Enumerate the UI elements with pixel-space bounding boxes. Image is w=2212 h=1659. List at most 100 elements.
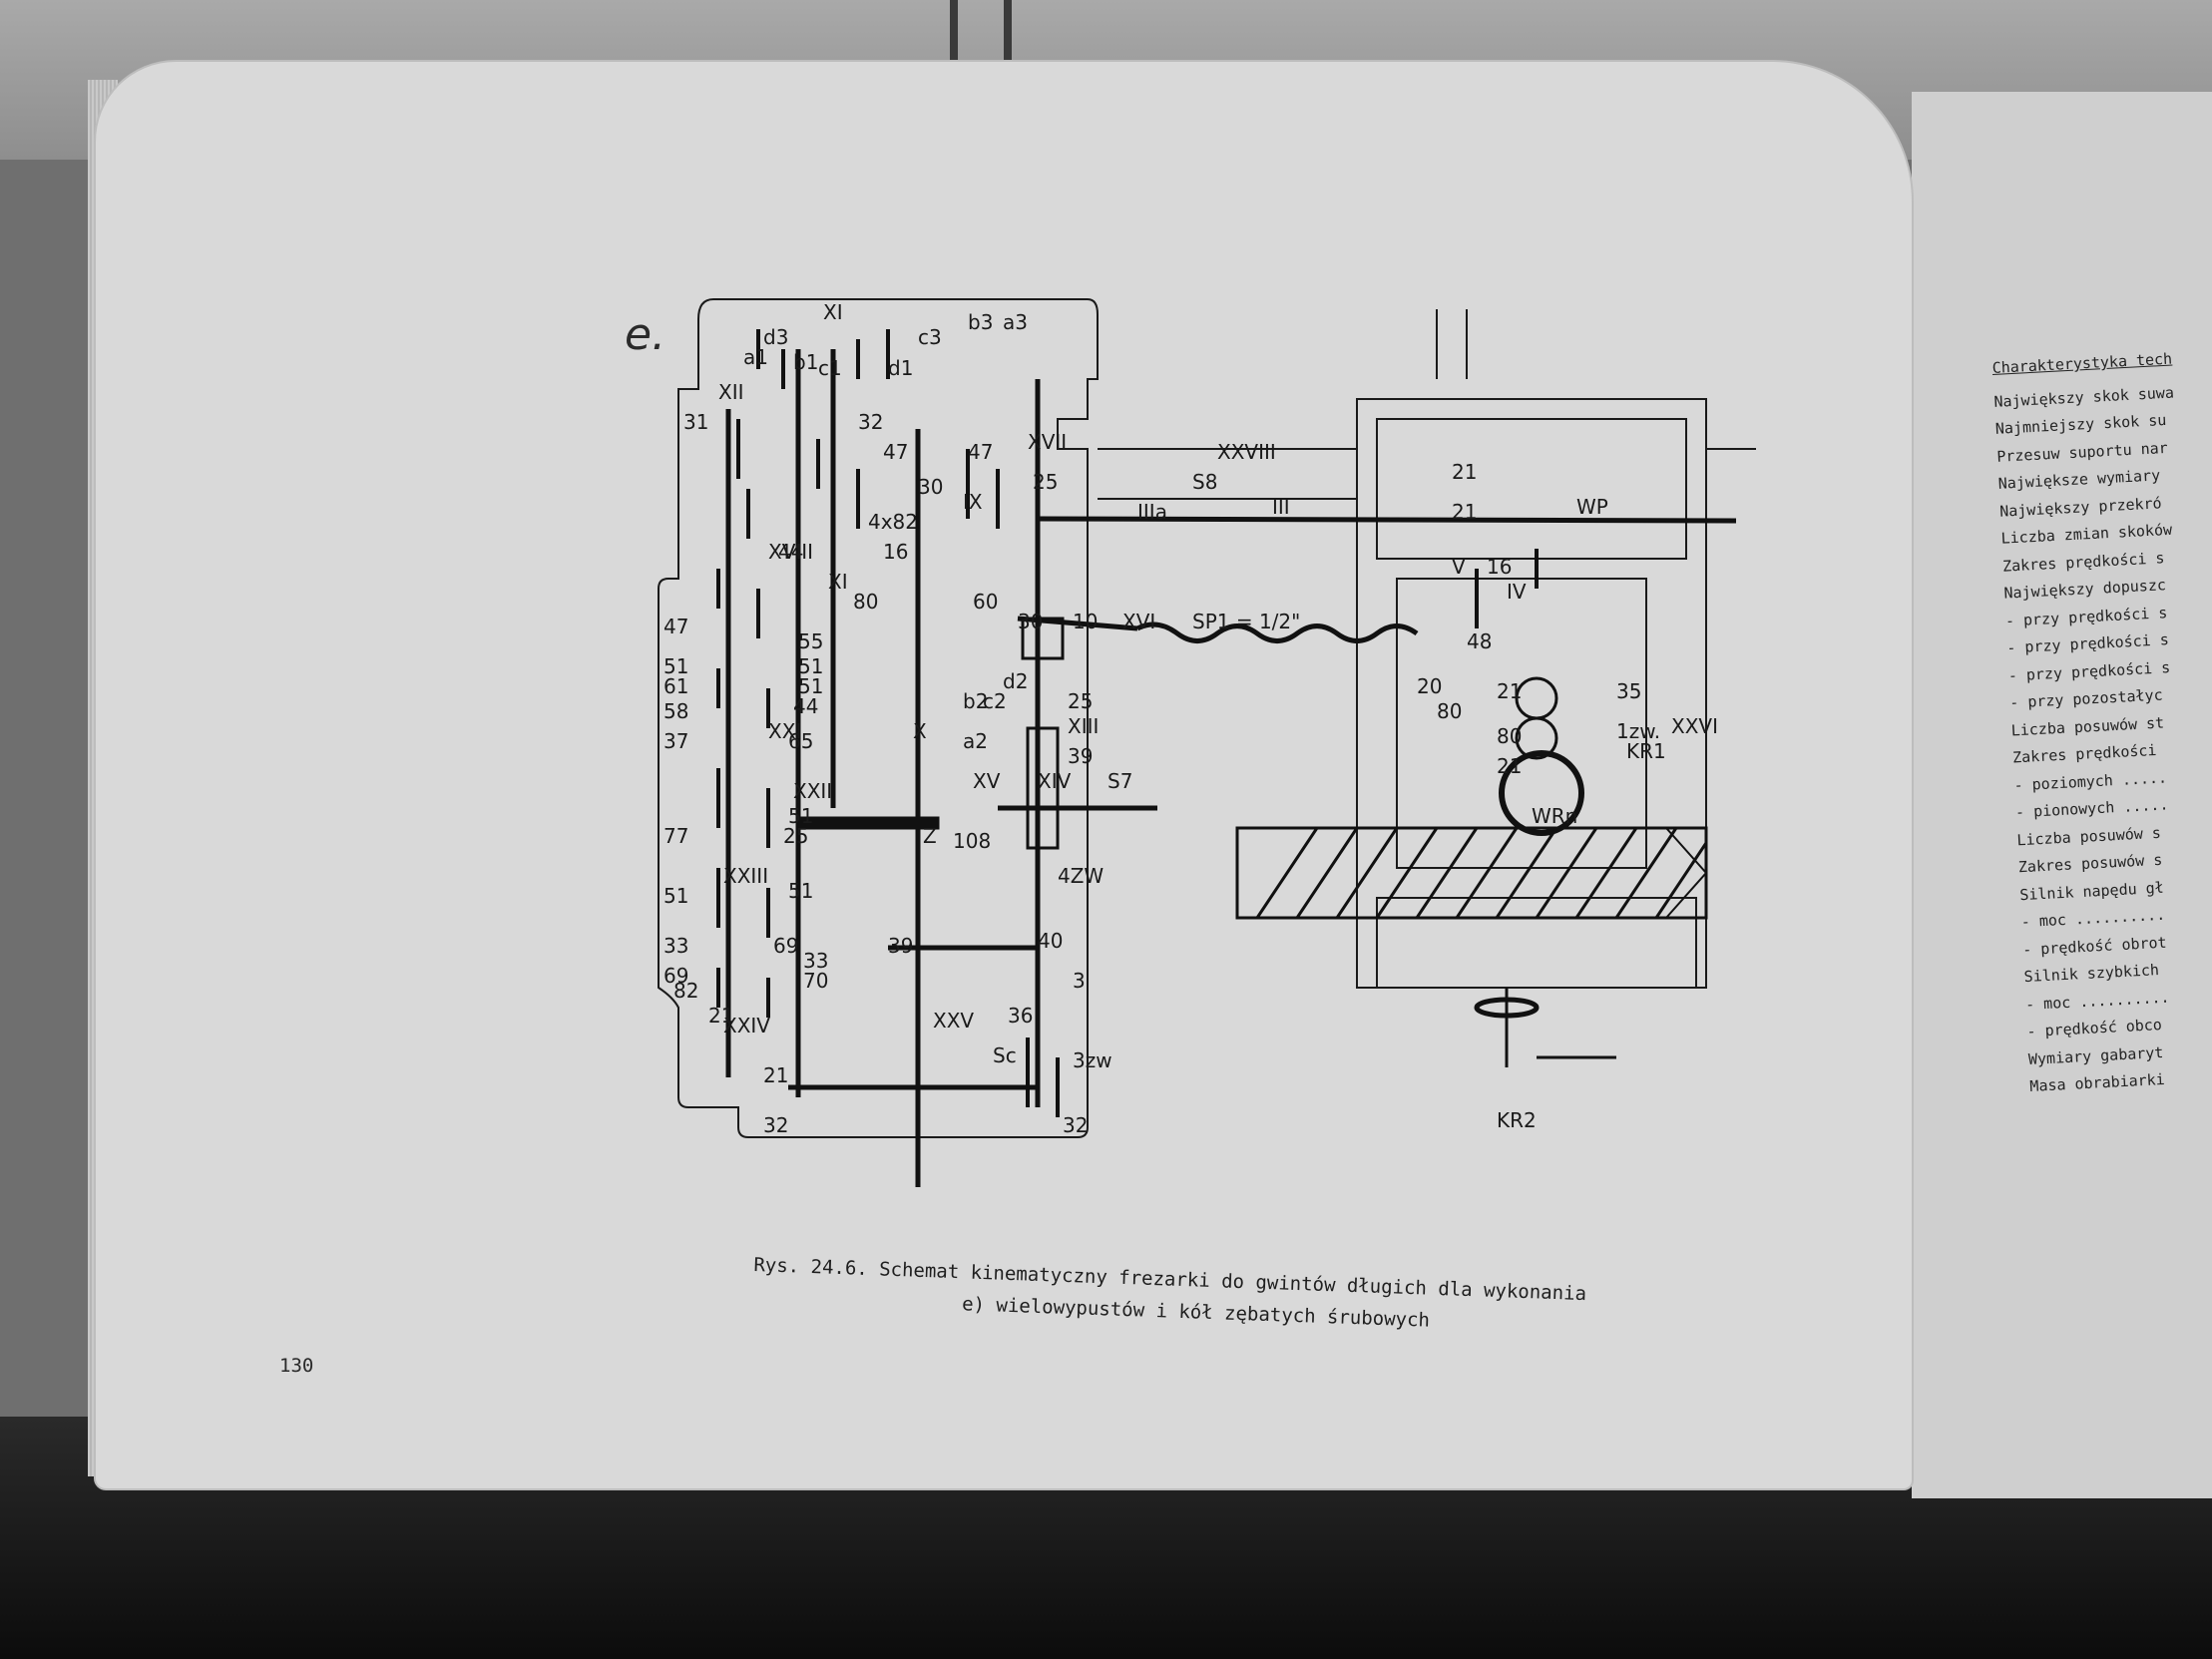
svg-text:36: 36 (1008, 1004, 1033, 1028)
svg-text:60: 60 (973, 590, 998, 614)
svg-text:16: 16 (883, 540, 908, 564)
svg-text:47: 47 (968, 440, 993, 464)
background-divider (950, 0, 958, 60)
svg-text:47: 47 (664, 615, 688, 638)
svg-text:Z: Z (923, 824, 937, 848)
svg-text:69: 69 (773, 934, 798, 958)
svg-text:33: 33 (664, 934, 688, 958)
svg-text:39: 39 (888, 934, 913, 958)
svg-text:25: 25 (783, 824, 808, 848)
svg-text:III: III (1272, 495, 1290, 519)
svg-text:4x82: 4x82 (868, 510, 918, 534)
figure-label: e. (625, 309, 666, 360)
svg-text:XV: XV (973, 769, 1001, 793)
svg-text:a1: a1 (743, 345, 768, 369)
svg-text:1zw.: 1zw. (1616, 719, 1660, 743)
svg-text:80: 80 (1437, 699, 1462, 723)
svg-text:Sc: Sc (993, 1043, 1017, 1067)
svg-text:WP: WP (1576, 495, 1608, 519)
svg-text:25: 25 (1033, 470, 1058, 494)
svg-text:4ZW: 4ZW (1058, 864, 1104, 888)
svg-text:S7: S7 (1107, 769, 1132, 793)
svg-text:16: 16 (1487, 555, 1512, 579)
svg-text:32: 32 (763, 1113, 788, 1137)
svg-text:51: 51 (798, 654, 823, 678)
svg-text:21: 21 (1497, 679, 1522, 703)
svg-text:21: 21 (763, 1063, 788, 1087)
svg-text:d3: d3 (763, 325, 788, 349)
svg-text:108: 108 (953, 829, 991, 853)
svg-text:b1: b1 (793, 350, 818, 374)
svg-text:3zw: 3zw (1073, 1048, 1112, 1072)
svg-text:80: 80 (853, 590, 878, 614)
svg-text:47: 47 (883, 440, 908, 464)
svg-text:55: 55 (798, 629, 823, 653)
svg-text:37: 37 (664, 729, 688, 753)
svg-text:XIV: XIV (1038, 769, 1072, 793)
svg-text:80: 80 (1497, 724, 1522, 748)
svg-text:c1: c1 (818, 356, 842, 380)
svg-text:XXVI: XXVI (1671, 714, 1718, 738)
svg-text:21: 21 (1497, 754, 1522, 778)
svg-text:61: 61 (664, 674, 688, 698)
svg-text:77: 77 (664, 824, 688, 848)
svg-text:KR1: KR1 (1626, 739, 1666, 763)
svg-text:82: 82 (673, 979, 698, 1003)
svg-text:XXI: XXI (768, 719, 801, 743)
svg-text:S8: S8 (1192, 470, 1217, 494)
svg-text:KR2: KR2 (1497, 1108, 1537, 1132)
svg-text:d1: d1 (888, 356, 913, 380)
svg-text:51: 51 (664, 654, 688, 678)
svg-text:3: 3 (1073, 969, 1086, 993)
svg-text:XVIII: XVIII (768, 540, 813, 564)
svg-text:c2: c2 (983, 689, 1007, 713)
svg-text:20: 20 (1417, 674, 1442, 698)
svg-text:44: 44 (778, 540, 803, 564)
svg-text:XI: XI (823, 300, 843, 324)
svg-text:d2: d2 (1003, 669, 1028, 693)
svg-text:33: 33 (803, 949, 828, 973)
svg-text:XXV: XXV (933, 1009, 974, 1033)
svg-text:c3: c3 (918, 325, 942, 349)
svg-text:a3: a3 (1003, 310, 1028, 334)
svg-text:70: 70 (803, 969, 828, 993)
svg-text:XXII: XXII (793, 779, 832, 803)
svg-text:b3: b3 (968, 310, 993, 334)
svg-text:IV: IV (1507, 580, 1527, 604)
right-page (1912, 92, 2212, 1498)
svg-text:21: 21 (708, 1004, 733, 1028)
svg-text:32: 32 (1063, 1113, 1088, 1137)
svg-text:21: 21 (1452, 500, 1477, 524)
svg-text:10: 10 (1073, 610, 1098, 633)
svg-text:XVII: XVII (1028, 430, 1067, 454)
svg-text:25: 25 (1068, 689, 1093, 713)
svg-text:30: 30 (918, 475, 943, 499)
svg-text:31: 31 (683, 410, 708, 434)
page-number: 130 (279, 1355, 314, 1377)
svg-text:40: 40 (1038, 929, 1063, 953)
svg-text:30: 30 (1018, 610, 1043, 633)
svg-text:XII: XII (718, 380, 744, 404)
svg-text:44: 44 (793, 694, 818, 718)
svg-text:XI: XI (828, 570, 848, 594)
svg-text:32: 32 (858, 410, 883, 434)
svg-text:39: 39 (1068, 744, 1093, 768)
svg-text:65: 65 (788, 729, 813, 753)
svg-text:XIII: XIII (1068, 714, 1099, 738)
background-divider (1004, 0, 1012, 60)
svg-text:51: 51 (788, 879, 813, 903)
svg-text:IX: IX (963, 490, 983, 514)
svg-text:V: V (1452, 555, 1466, 579)
svg-text:XXIII: XXIII (723, 864, 768, 888)
svg-text:51: 51 (788, 804, 813, 828)
svg-text:IIIa: IIIa (1137, 500, 1167, 524)
svg-text:21: 21 (1452, 460, 1477, 484)
svg-text:WRn: WRn (1532, 804, 1577, 828)
svg-text:XXVIII: XXVIII (1217, 440, 1276, 464)
svg-text:b2: b2 (963, 689, 988, 713)
svg-text:51: 51 (798, 674, 823, 698)
svg-text:X: X (913, 719, 927, 743)
svg-text:XXIV: XXIV (723, 1014, 770, 1037)
svg-text:a2: a2 (963, 729, 988, 753)
